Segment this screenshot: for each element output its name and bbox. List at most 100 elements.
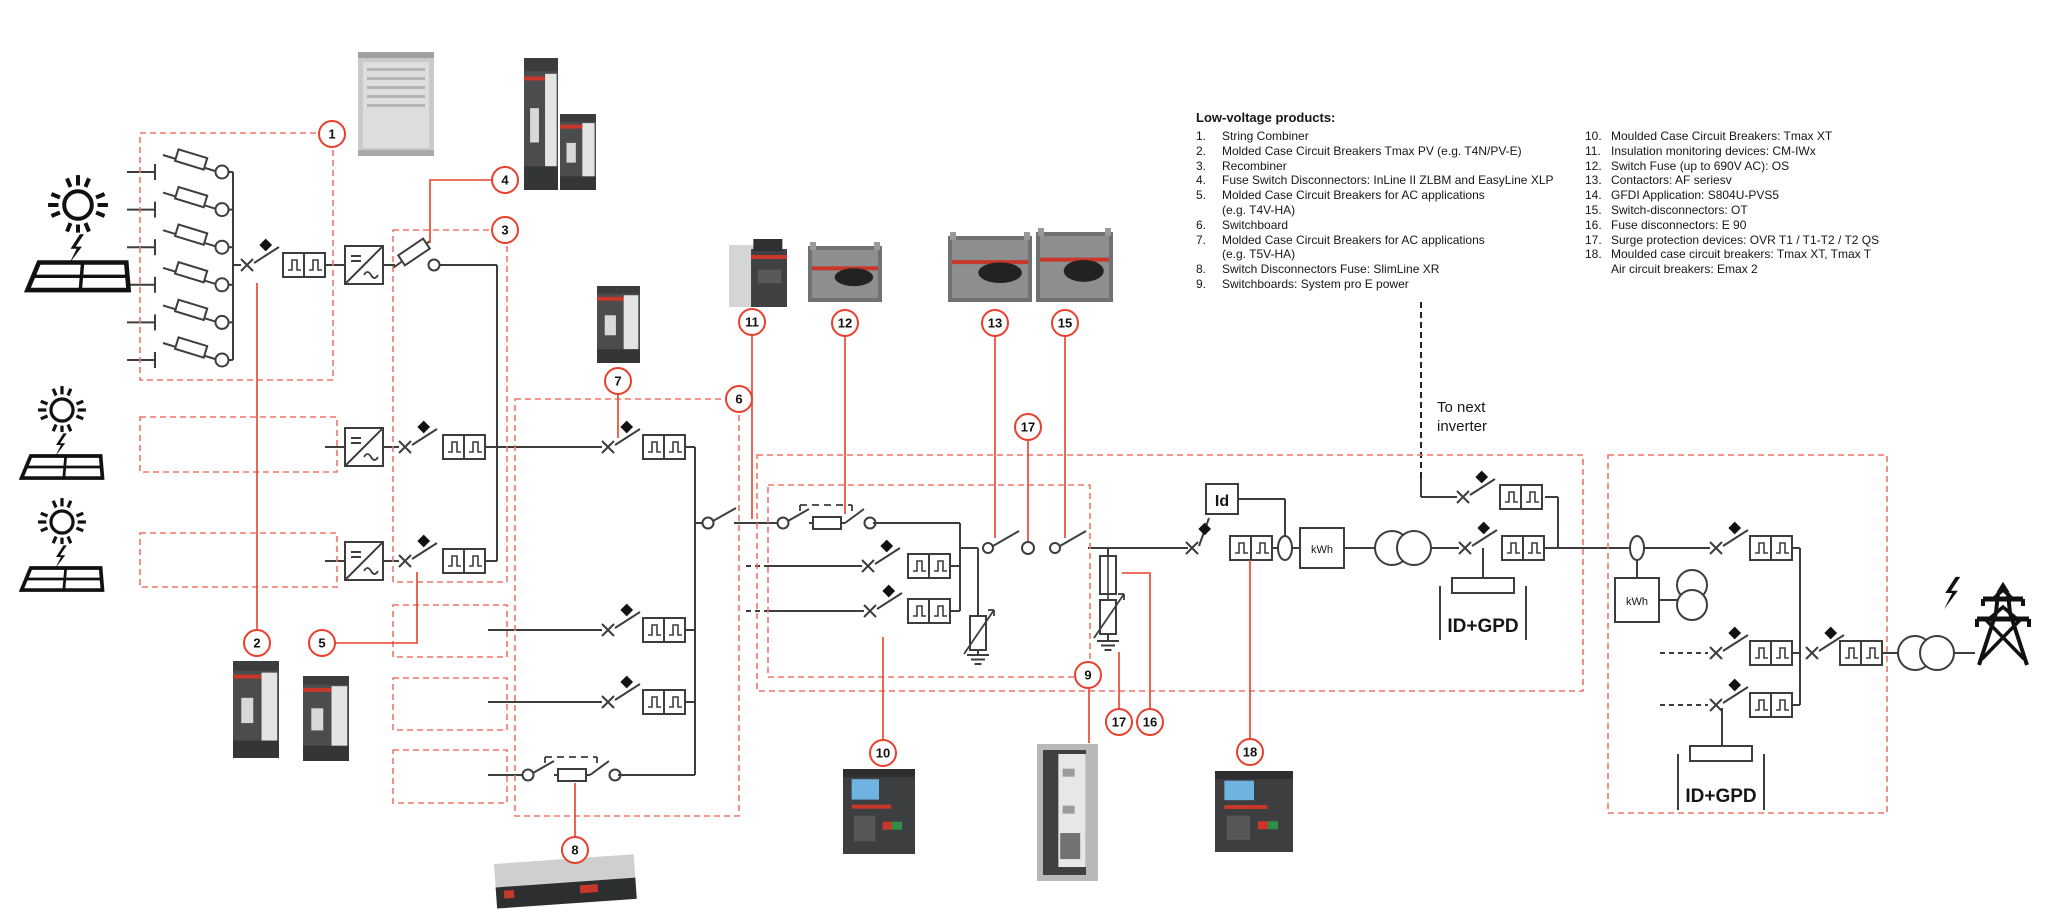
callout-17-surge-protection-device: 17 [1014,413,1042,441]
legend-item-text: Molded Case Circuit Breakers for AC appl… [1222,188,1581,218]
pv-array-icon-2 [18,386,105,480]
legend-item-number: 11. [1585,143,1601,158]
callout-10-tmax-xt-breakers: 10 [869,739,897,767]
legend-left-item: 8.Switch Disconnectors Fuse: SlimLine XR [1196,262,1581,277]
svg-text:5: 5 [318,636,325,651]
photo-t5v-breaker [597,286,640,363]
legend-item-text: Recombiner [1222,158,1287,173]
legend-right-item: 10. Moulded Case Circuit Breakers: Tmax X… [1585,129,2015,144]
legend-item-text: Insulation monitoring devices: CM-IWx [1611,143,1816,158]
legend-item-number: 16. [1585,217,1602,232]
legend-item-number: 4. [1196,173,1207,188]
photo-easyline-xlp [560,114,596,190]
label-kwh-meter-1: kWh [1311,544,1333,556]
callout-13-contactor-af: 13 [981,309,1009,337]
svg-text:17: 17 [1112,715,1126,730]
legend-item-number: 12. [1585,158,1602,173]
legend-item-number: 17. [1585,232,1602,247]
group-boxes [139,132,1888,817]
svg-text:10: 10 [876,746,890,761]
legend-item-text: Molded Case Circuit Breakers Tmax PV (e.… [1222,143,1522,158]
legend-item-text: Switch Disconnectors Fuse: SlimLine XR [1222,262,1440,277]
photo-ot-switch-disconnector [1036,228,1113,302]
legend-item-number: 5. [1196,188,1207,203]
legend-right-item: 11. Insulation monitoring devices: CM-IWx [1585,144,2015,159]
legend-item-text: Surge protection devices: OVR T1 / T1-T2… [1611,232,1880,247]
legend-item-text2: Air circuit breakers: Emax 2 [1611,262,1758,277]
transmission-tower-icon [1975,581,2031,666]
legend-right-item: 15.Switch-disconnectors: OT [1585,203,2015,218]
callout-12-switch-fuse-os: 12 [831,309,859,337]
legend-right-item: 16.Fuse disconnectors: E 90 [1585,218,2015,233]
photo-af-contactor [948,232,1032,302]
svg-text:8: 8 [571,843,578,858]
svg-text:11: 11 [745,315,759,330]
callout-9-system-pro-e-switchboard: 9 [1074,661,1102,689]
legend-item-text: GFDI Application: S804U-PVS5 [1611,188,1780,203]
svg-text:17: 17 [1021,420,1035,435]
svg-text:12: 12 [838,316,852,331]
photo-system-pro-e-cabinet [1037,744,1098,881]
legend-item-text: String Combiner [1222,129,1309,143]
callout-4-fuse-switch-disconnector: 4 [491,166,519,194]
legend-item-text: Moulded case circuit breakers: Tmax XT, … [1611,247,2015,277]
legend-item-number: 14. [1585,188,1602,203]
legend-item-text: Switch Fuse (up to 690V AC): OS [1611,158,1790,173]
legend-left-item: 1.String Combiner [1196,129,1581,144]
callout-18-mccb-acb-output: 18 [1236,738,1264,766]
legend-item-text2: (e.g. T5V-HA) [1222,247,1296,262]
svg-text:3: 3 [501,223,508,238]
svg-text:7: 7 [614,374,621,389]
legend-right-item: 13.Contactors: AF seriesv [1585,173,2015,188]
legend-left-item: 4.Fuse Switch Disconnectors: InLine II Z… [1196,173,1581,188]
legend-item-text2: (e.g. T4V-HA) [1222,202,1296,217]
pv-array-icon-3 [18,498,105,592]
legend-item-text: Switchboards: System pro E power [1222,276,1409,291]
legend-item-text: Moulded Case Circuit Breakers: Tmax XT [1611,129,1833,143]
legend-right-item: 18. Moulded case circuit breakers: Tmax X… [1585,247,2015,277]
label-id-relay: Id [1215,493,1229,510]
label-to-next-inverter-2: inverter [1437,418,1487,435]
callout-leader-lines [256,179,1251,837]
legend-column-2: 10. Moulded Case Circuit Breakers: Tmax X… [1585,129,2015,277]
legend-left-item: 6. Switchboard [1196,218,1581,233]
pv-array-icon-1 [23,175,132,293]
callout-11-insulation-monitoring-device: 11 [738,308,766,336]
legend-item-number: 18. [1585,247,1602,262]
svg-text:9: 9 [1084,668,1091,683]
legend-title: Low-voltage products: [1196,110,1336,125]
photo-inline-fuse-switch [524,58,558,190]
callout-17-surge-protection-device: 17 [1105,708,1133,736]
legend-item-number: 13. [1585,173,1602,188]
callout-8-slimline-switch-disconnector-fuse: 8 [561,836,589,864]
legend-item-number: 10. [1585,129,1602,143]
legend-item-text: Molded Case Circuit Breakers for AC appl… [1222,233,1581,263]
callout-16-fuse-disconnector-e90: 16 [1136,708,1164,736]
callout-5-ac-breaker-t4v: 5 [308,629,336,657]
callout-3-recombiner-box: 3 [491,216,519,244]
legend-item-number: 3. [1196,158,1207,173]
legend-left-item: 9. Switchboards: System pro E power [1196,277,1581,292]
legend-item-number: 6. [1196,217,1207,232]
svg-text:6: 6 [735,392,742,407]
legend-item-number: 7. [1196,232,1207,247]
legend-item-number: 9. [1196,276,1207,291]
svg-text:1: 1 [328,127,335,142]
legend-left-item: 7. Molded Case Circuit Breakers for AC ap… [1196,233,1581,263]
callout-7-ac-breaker-t5v: 7 [604,367,632,395]
legend-item-number: 2. [1196,143,1207,158]
legend-item-text: Switchboard [1222,217,1289,232]
svg-text:15: 15 [1058,316,1072,331]
label-id-gpd-right: ID+GPD [1685,786,1756,807]
callout-2-dc-breaker-tmax-pv: 2 [243,629,271,657]
callout-6-switchboard-box: 6 [725,385,753,413]
svg-text:2: 2 [253,636,260,651]
svg-text:18: 18 [1243,745,1257,760]
legend-right-item: 14. GFDI Application: S804U-PVS5 [1585,188,2015,203]
legend-left-item: 2. Molded Case Circuit Breakers Tmax PV (… [1196,144,1581,159]
